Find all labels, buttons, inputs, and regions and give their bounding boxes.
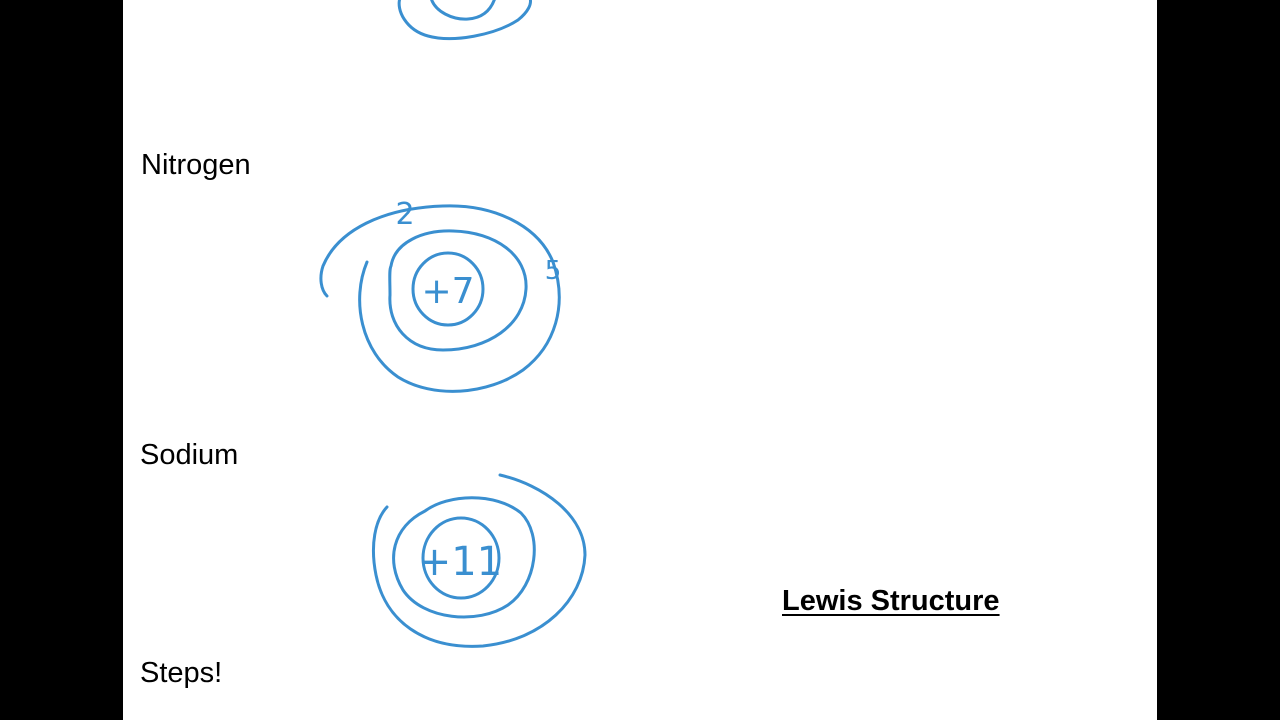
nitrogen-label: Nitrogen bbox=[141, 149, 251, 181]
sodium-nucleus-circle bbox=[421, 516, 501, 600]
sodium-inner-shell bbox=[392, 496, 536, 619]
slide: Nitrogen Sodium Steps! Lewis Structure +… bbox=[123, 0, 1157, 720]
lewis-structure-heading: Lewis Structure bbox=[782, 585, 1000, 617]
nitrogen-inner-shell bbox=[388, 229, 528, 352]
handwritten-ink-layer: +7 2 5 +11 bbox=[319, 0, 587, 648]
nitrogen-outer-electron-count: 5 bbox=[545, 256, 562, 286]
sodium-label: Sodium bbox=[140, 439, 239, 471]
nitrogen-nucleus-circle bbox=[411, 251, 485, 327]
top-atom-outer-shell-arc bbox=[397, 0, 532, 40]
nitrogen-nucleus-charge: +7 bbox=[421, 271, 474, 312]
steps-label: Steps! bbox=[140, 657, 223, 689]
nitrogen-inner-electron-count: 2 bbox=[395, 197, 414, 232]
top-atom-inner-shell-arc bbox=[430, 0, 496, 21]
sodium-nucleus-charge: +11 bbox=[418, 539, 502, 585]
sodium-outer-shell bbox=[372, 473, 587, 648]
nitrogen-outer-shell bbox=[319, 204, 561, 393]
